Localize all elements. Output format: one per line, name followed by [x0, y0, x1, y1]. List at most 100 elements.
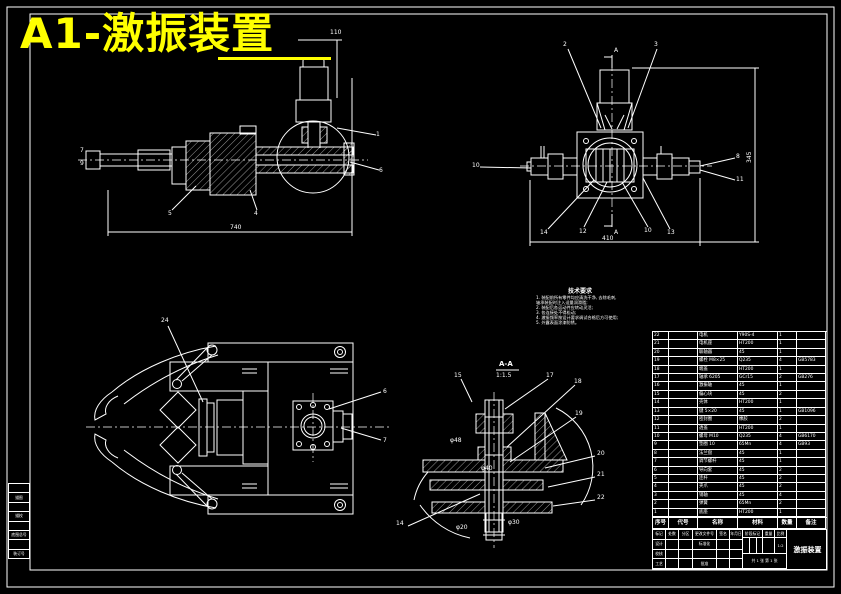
- parts-list-cell: 轴承 6205: [698, 374, 738, 383]
- section-label: A-A: [499, 360, 513, 368]
- title-block-row: 标记处数分区更改文件号签名年月日: [653, 530, 743, 540]
- parts-list-cell: [669, 365, 698, 375]
- parts-list-cell: 15: [653, 390, 669, 400]
- parts-list-cell: 2: [778, 466, 797, 475]
- callout-label: 21: [597, 471, 605, 478]
- parts-list-cell: HT200: [738, 399, 778, 408]
- parts-list-cell: 2: [778, 483, 797, 492]
- margin-cell: 底图总号: [9, 531, 29, 541]
- parts-list-cell: [669, 340, 698, 349]
- parts-list-cell: 2: [778, 390, 797, 400]
- parts-list-cell: 螺母 M10: [698, 432, 738, 442]
- parts-list-cell: 1: [778, 340, 797, 349]
- title-block-cell: [717, 549, 730, 560]
- note-line: 1. 装配前所有零件均应清洗干净, 去除毛刺,: [536, 295, 617, 300]
- parts-list-cell: HT200: [738, 508, 778, 517]
- title-block-cell: [679, 559, 693, 569]
- title-block-middle: 阶段标记 重量 比例 1:2 共 1 张 第 1 张: [743, 530, 787, 569]
- parts-list-cell: 11: [653, 424, 669, 433]
- parts-list-cell: 7: [653, 458, 669, 467]
- callout-label: 14: [396, 520, 404, 527]
- parts-list-cell: [669, 332, 698, 341]
- parts-list-cell: 底座: [698, 508, 738, 517]
- parts-list-cell: 18: [653, 365, 669, 375]
- callout-label: A: [614, 47, 619, 54]
- parts-list-cell: 弹簧: [698, 500, 738, 509]
- parts-list-cell: GB1096: [797, 407, 826, 417]
- callout-label: 11: [736, 176, 744, 183]
- parts-list-cell: 4: [778, 491, 797, 501]
- margin-cell: [9, 540, 29, 550]
- parts-list-cell: [797, 390, 826, 400]
- parts-list-cell: 16: [653, 382, 669, 391]
- parts-list-cell: 3: [653, 491, 669, 501]
- title-block-cell: [730, 559, 743, 569]
- callout-label: φ48: [450, 437, 462, 444]
- parts-list-cell: 2: [653, 500, 669, 509]
- parts-list-cell: 销轴: [698, 491, 738, 501]
- parts-list-cell: 1: [778, 332, 797, 341]
- callout-label: A: [614, 229, 619, 236]
- parts-list-cell: [669, 399, 698, 408]
- parts-list-cell: [669, 424, 698, 433]
- callout-label: 345: [746, 151, 753, 163]
- title-block-row: 设计标准化: [653, 539, 743, 550]
- parts-list-cell: [797, 449, 826, 459]
- parts-list-cell: [669, 491, 698, 501]
- parts-list-cell: [669, 474, 698, 484]
- parts-list-cell: 1: [778, 458, 797, 467]
- title-block: 标记处数分区更改文件号签名年月日设计标准化校核工艺批准 阶段标记 重量 比例 1…: [652, 529, 827, 570]
- parts-list-cell: 45: [738, 491, 778, 501]
- margin-cell: 装订号: [13, 550, 25, 556]
- title-block-cell: 设计: [653, 539, 666, 550]
- parts-list-cell: [797, 348, 826, 358]
- parts-list-cell: GCr15: [738, 374, 778, 383]
- parts-list-cell: 1: [778, 382, 797, 391]
- note-line: 5. 外露表面涂漆防锈。: [536, 320, 580, 325]
- parts-list-cell: 调节螺杆: [698, 458, 738, 467]
- parts-list-cell: [669, 441, 698, 450]
- callout-label: 13: [667, 229, 675, 236]
- callout-label: 5: [168, 210, 172, 217]
- parts-list-cell: [797, 399, 826, 408]
- title-block-cell: [666, 559, 679, 569]
- stage-mark-label: 阶段标记: [743, 530, 763, 538]
- note-line: 4. 激振频率按设计要求调试合格后方可使用;: [536, 315, 619, 320]
- parts-list-cell: 20: [653, 348, 669, 358]
- parts-list-cell: [669, 374, 698, 383]
- parts-list-cell: 45: [738, 466, 778, 475]
- parts-list-cell: 19: [653, 357, 669, 366]
- margin-cell: [9, 522, 29, 531]
- parts-list-cell: 2: [778, 416, 797, 425]
- callout-label: 740: [230, 224, 242, 231]
- note-line: 轴承装配时注入适量润滑脂;: [536, 300, 588, 305]
- parts-list-cell: [797, 500, 826, 509]
- parts-list-cell: 法兰盘: [698, 449, 738, 459]
- parts-list-cell: 电机座: [698, 340, 738, 349]
- title-block-cell: 校核: [653, 549, 666, 560]
- callout-label: 24: [161, 317, 169, 324]
- parts-list-cell: [797, 483, 826, 492]
- scale-label: 比例: [775, 530, 787, 538]
- callout-label: φ40: [481, 465, 493, 472]
- parts-list-cell: 壳体: [698, 399, 738, 408]
- parts-list-cell: [797, 424, 826, 433]
- callout-label: φ30: [508, 519, 520, 526]
- section-scale: 1:1.5: [496, 372, 512, 379]
- callout-label: 9: [80, 160, 84, 167]
- callout-label: 22: [597, 494, 605, 501]
- callout-label: 20: [597, 450, 605, 457]
- parts-list-cell: 1: [778, 449, 797, 459]
- title-block-drawing-name: 激振装置: [793, 545, 822, 554]
- parts-list-cell: 8: [653, 449, 669, 459]
- callout-label: 4: [254, 210, 258, 217]
